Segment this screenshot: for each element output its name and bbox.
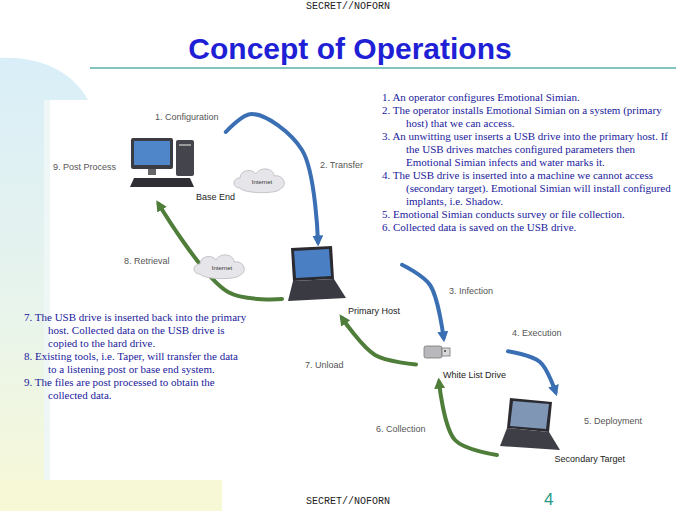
flow-arrow bbox=[508, 351, 556, 392]
step-label: 9. Post Process bbox=[53, 162, 116, 172]
primary-host-node: Primary Host bbox=[282, 242, 402, 318]
usb-drive-node: White List Drive bbox=[416, 338, 508, 382]
node-label: Primary Host bbox=[348, 306, 400, 316]
step-label: 7. Unload bbox=[305, 360, 344, 370]
steps-list: 7. The USB drive is inserted back into t… bbox=[24, 311, 248, 402]
cloud-label: Internet bbox=[252, 179, 272, 185]
node-label: Secondary Target bbox=[555, 454, 625, 464]
list-item: 9. The files are post processed to obtai… bbox=[24, 376, 248, 402]
list-item: 3. An unwitting user inserts a USB drive… bbox=[382, 130, 674, 169]
secondary-target-node: Secondary Target bbox=[497, 392, 627, 466]
flow-arrow bbox=[439, 382, 497, 455]
flow-arrow bbox=[226, 114, 318, 242]
slide-title: Concept of Operations bbox=[90, 32, 610, 66]
page-number: 4 bbox=[544, 490, 553, 510]
side-band bbox=[44, 100, 50, 480]
desktop-icon bbox=[130, 138, 194, 187]
cloud-label: Internet bbox=[212, 265, 232, 271]
step-label: 6. Collection bbox=[376, 424, 426, 434]
internet-cloud bbox=[234, 169, 284, 193]
step-label: 2. Transfer bbox=[320, 160, 363, 170]
flow-arrow bbox=[159, 204, 282, 299]
base-end-node: Base End bbox=[125, 132, 237, 204]
laptop-icon bbox=[288, 246, 346, 301]
list-item: 4. The USB drive is inserted into a mach… bbox=[382, 169, 674, 208]
internet-cloud bbox=[194, 255, 244, 279]
node-label: White List Drive bbox=[443, 370, 506, 380]
step-label: 3. Infection bbox=[449, 286, 493, 296]
steps-list: 1. An operator configures Emotional Simi… bbox=[382, 91, 674, 234]
list-item: 1. An operator configures Emotional Simi… bbox=[382, 91, 674, 104]
list-item: 5. Emotional Simian conducts survey or f… bbox=[382, 208, 674, 221]
list-item: 8. Existing tools, i.e. Taper, will tran… bbox=[24, 350, 248, 376]
corner-swoosh bbox=[0, 58, 88, 511]
step-label: 8. Retrieval bbox=[124, 256, 170, 266]
list-item: 6. Collected data is saved on the USB dr… bbox=[382, 221, 674, 234]
laptop-icon bbox=[500, 398, 560, 450]
classification-marking: SECRET//NOFORN bbox=[306, 496, 390, 507]
usb-drive-icon bbox=[424, 346, 450, 358]
node-label: Base End bbox=[196, 192, 235, 202]
list-item: 7. The USB drive is inserted back into t… bbox=[24, 311, 248, 350]
title-rule bbox=[90, 67, 676, 69]
step-label: 4. Execution bbox=[512, 328, 562, 338]
step-label: 5. Deployment bbox=[584, 416, 642, 426]
bottom-band bbox=[0, 480, 222, 511]
classification-marking: SECRET//NOFORN bbox=[306, 1, 390, 12]
flow-arrow bbox=[342, 318, 416, 364]
step-label: 1. Configuration bbox=[155, 112, 219, 122]
list-item: 2. The operator installs Emotional Simia… bbox=[382, 104, 674, 130]
flow-arrow bbox=[402, 265, 444, 338]
